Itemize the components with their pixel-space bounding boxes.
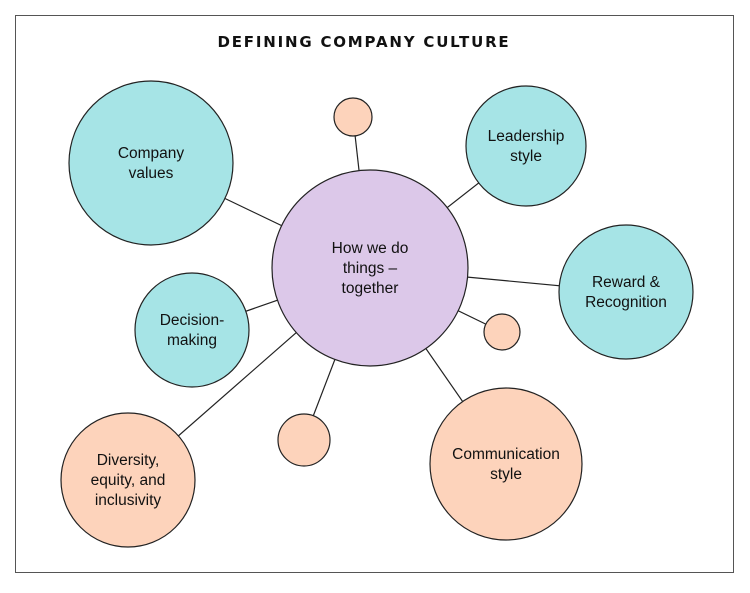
node-circle-diversity[interactable] — [60, 412, 196, 548]
node-circle-reward-recognition[interactable] — [558, 224, 694, 360]
node-label-line: together — [342, 280, 399, 297]
node-label-line: Communication — [452, 446, 560, 463]
node-label-line: things – — [343, 260, 398, 277]
node-circle-center[interactable] — [271, 169, 469, 367]
node-communication-style[interactable]: Communication style — [429, 387, 583, 541]
node-circle-leadership-style[interactable] — [465, 85, 587, 207]
node-label-line: style — [510, 148, 542, 165]
node-label-line: Diversity, — [97, 452, 160, 469]
node-label-line: Company — [118, 145, 185, 162]
node-label-line: Reward & — [592, 274, 661, 291]
node-company-values[interactable]: Company values — [68, 80, 234, 246]
node-reward-recognition[interactable]: Reward & Recognition — [558, 224, 694, 360]
node-circle-company-values[interactable] — [68, 80, 234, 246]
node-small-top[interactable] — [333, 97, 373, 137]
nodes-layer: How we do things – together Company values Le… — [60, 80, 694, 548]
node-center[interactable]: How we do things – together — [271, 169, 469, 367]
node-circle-decision-making[interactable] — [134, 272, 250, 388]
node-label-line: How we do — [332, 240, 409, 257]
node-leadership-style[interactable]: Leadership style — [465, 85, 587, 207]
node-label-line: equity, and — [91, 472, 166, 489]
node-small-bottom[interactable] — [277, 413, 331, 467]
diagram-title: DEFINING COMPANY CULTURE — [218, 33, 511, 51]
node-label-company-values: Company values — [118, 145, 185, 182]
node-small-right[interactable] — [483, 313, 521, 351]
node-label-decision-making: Decision-making — [160, 312, 225, 349]
node-label-line: making — [167, 332, 217, 349]
node-label-line: inclusivity — [95, 492, 162, 509]
node-label-line: Decision- — [160, 312, 225, 329]
node-circle-small-bottom[interactable] — [277, 413, 331, 467]
node-label-line: values — [129, 165, 174, 182]
node-label-line: style — [490, 466, 522, 483]
node-label-communication-style: Communication style — [452, 446, 560, 483]
node-label-leadership-style: Leadership style — [488, 128, 565, 165]
node-label-line: Recognition — [585, 294, 667, 311]
node-diversity[interactable]: Diversity, equity, and inclusivity — [60, 412, 196, 548]
node-label-diversity: Diversity, equity, and inclusivity — [91, 452, 166, 509]
node-circle-small-top[interactable] — [333, 97, 373, 137]
node-label-line: Leadership — [488, 128, 565, 145]
node-label-center: How we do things – together — [332, 240, 409, 297]
node-decision-making[interactable]: Decision-making — [134, 272, 250, 388]
node-label-reward-recognition: Reward & Recognition — [585, 274, 667, 311]
node-circle-communication-style[interactable] — [429, 387, 583, 541]
node-circle-small-right[interactable] — [483, 313, 521, 351]
